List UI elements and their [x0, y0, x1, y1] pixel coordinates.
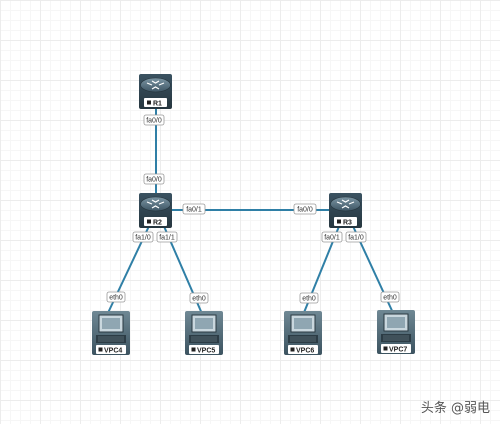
router-r2[interactable]: R2: [139, 193, 172, 228]
port-label[interactable]: fa0/0: [143, 114, 165, 126]
router-arrows-icon: [146, 80, 165, 90]
pc-vpc7[interactable]: VPC7: [377, 310, 415, 354]
port-label[interactable]: eth0: [380, 291, 400, 303]
watermark-text: 头条 @弱电: [420, 401, 490, 416]
router-top: [330, 196, 361, 212]
router-label: R3: [343, 220, 352, 227]
router-top: [140, 77, 171, 93]
pc-vpc4[interactable]: VPC4: [92, 311, 130, 355]
port-label-text: fa0/1: [324, 235, 340, 242]
pc-screen-inner: [102, 318, 120, 329]
port-label-text: fa1/0: [135, 235, 151, 242]
port-label-text: eth0: [383, 295, 397, 302]
pc-label: VPC4: [104, 348, 122, 355]
port-label-text: eth0: [302, 296, 316, 303]
watermark: 头条 @弱电: [421, 397, 490, 416]
port-label-text: eth0: [192, 296, 206, 303]
port-label[interactable]: fa1/0: [132, 231, 154, 243]
port-label-text: fa1/1: [159, 235, 175, 242]
router-label: R2: [153, 220, 162, 227]
port-label-text: eth0: [109, 295, 123, 302]
router-arrows-icon: [336, 199, 355, 209]
port-label[interactable]: fa0/0: [143, 173, 165, 185]
port-label[interactable]: fa1/0: [345, 231, 367, 243]
port-label-text: fa0/1: [186, 207, 202, 214]
pc-vpc6[interactable]: VPC6: [284, 311, 322, 355]
port-label-text: fa1/0: [348, 235, 364, 242]
port-label[interactable]: fa0/1: [321, 231, 343, 243]
pc-vpc5[interactable]: VPC5: [185, 311, 223, 355]
port-label[interactable]: eth0: [299, 292, 319, 304]
pc-screen-inner: [294, 318, 312, 329]
router-r1[interactable]: R1: [139, 74, 172, 109]
port-label[interactable]: eth0: [106, 291, 126, 303]
router-r3[interactable]: R3: [329, 193, 362, 228]
pc-label: VPC5: [197, 348, 215, 355]
pc-screen-inner: [387, 317, 405, 328]
router-label: R1: [153, 101, 162, 108]
port-label[interactable]: fa0/1: [182, 203, 206, 215]
router-arrows-icon: [146, 199, 165, 209]
pc-label: VPC6: [296, 348, 314, 355]
port-label-text: fa0/0: [146, 118, 162, 125]
pc-screen-inner: [195, 318, 213, 329]
pc-label: VPC7: [389, 347, 407, 354]
port-label-text: fa0/0: [297, 207, 313, 214]
port-label-text: fa0/0: [146, 177, 162, 184]
port-label[interactable]: fa1/1: [156, 231, 178, 243]
port-label[interactable]: eth0: [189, 292, 209, 304]
router-top: [140, 196, 171, 212]
port-label[interactable]: fa0/0: [293, 203, 317, 215]
